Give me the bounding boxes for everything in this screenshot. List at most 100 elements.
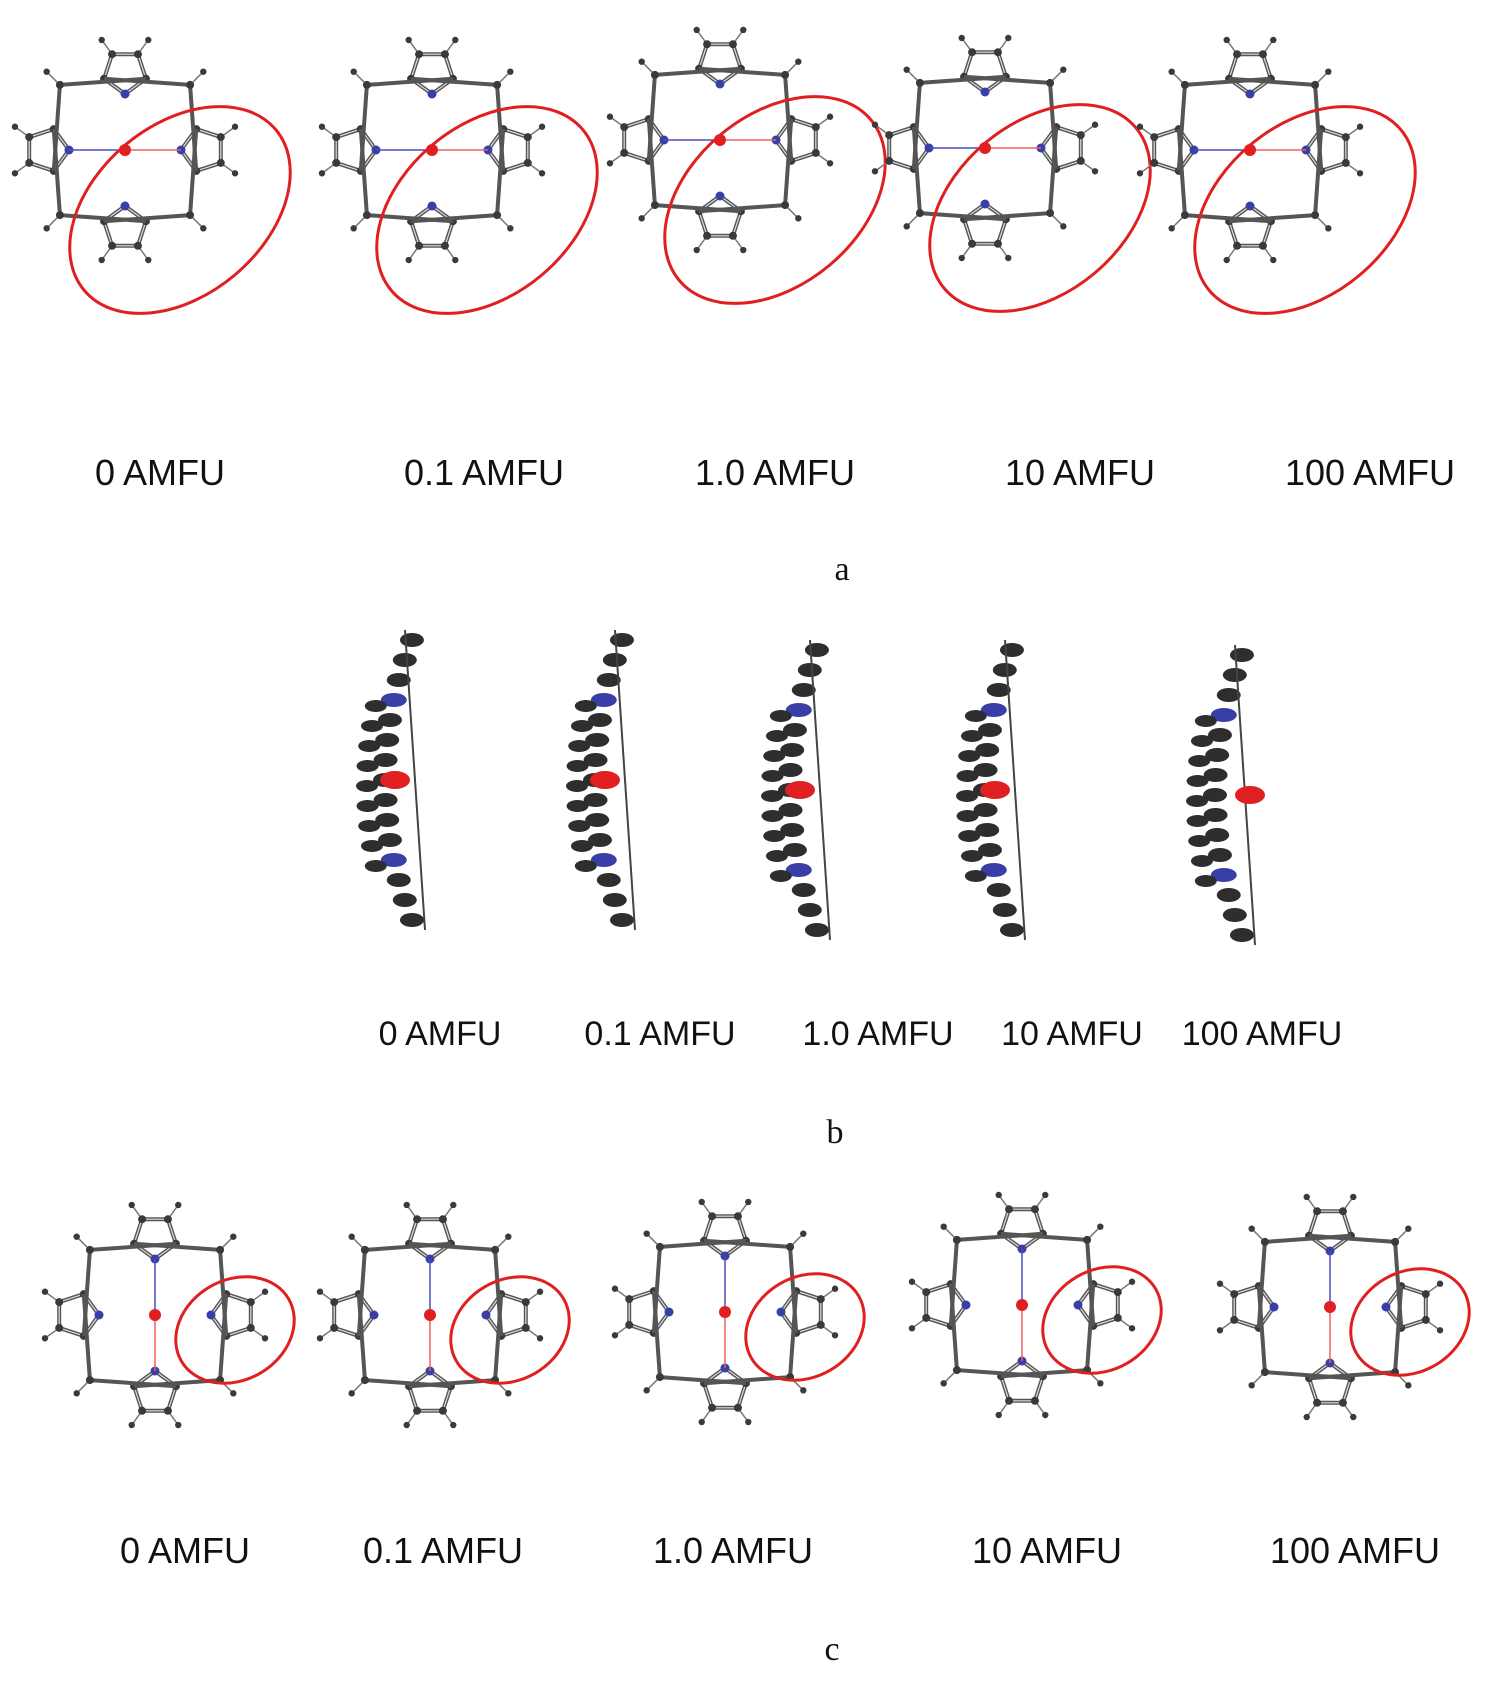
panel-c-label-1: 0.1 AMFU	[363, 1530, 523, 1571]
hydrogen-atom	[1136, 170, 1144, 177]
bond-highlight	[1093, 1317, 1118, 1327]
carbon-atom	[992, 903, 1017, 917]
hydrogen-atom	[261, 1335, 269, 1342]
bond	[1048, 126, 1059, 214]
bond	[956, 1231, 1044, 1242]
carbon-atom	[521, 1323, 530, 1332]
carbon-atom	[1311, 211, 1320, 220]
hydrogen-atom	[1060, 223, 1067, 230]
hydrogen-atom	[638, 58, 645, 65]
carbon-atom	[1203, 808, 1228, 822]
nitrogen-atom	[980, 703, 1007, 717]
hydrogen-atom	[348, 1233, 355, 1240]
hydrogen-atom	[826, 113, 834, 120]
highlight-ellipse	[174, 1275, 296, 1385]
hydrogen-atom	[1128, 1325, 1136, 1332]
panel-b-label-2: 1.0 AMFU	[802, 1015, 953, 1053]
hydrogen-atom	[995, 1191, 1002, 1199]
carbon-atom	[999, 923, 1024, 937]
carbon-atom	[216, 1245, 225, 1254]
hydrogen-atom	[1216, 1327, 1224, 1334]
carbon-atom	[778, 803, 803, 817]
bond-highlight	[103, 54, 113, 79]
carbon-atom	[964, 710, 987, 722]
carbon-atom	[703, 40, 712, 49]
bond-highlight	[1000, 1376, 1010, 1401]
carbon-atom	[708, 1403, 717, 1412]
carbon-atom	[1338, 1207, 1347, 1216]
hydrogen-atom	[1060, 66, 1067, 73]
bond	[651, 1246, 662, 1334]
carbon-atom	[1222, 668, 1247, 682]
bond-highlight	[926, 1283, 951, 1293]
carbon-atom	[1186, 795, 1208, 807]
carbon-atom	[1190, 855, 1213, 867]
hydrogen-atom	[536, 1335, 544, 1342]
hydrogen-atom	[903, 66, 910, 73]
bond-highlight	[408, 1219, 418, 1244]
hydrogen-atom	[1042, 1191, 1049, 1199]
carbon-atom	[585, 813, 610, 827]
carbon-atom	[1341, 133, 1350, 142]
carbon-atom	[1113, 1288, 1122, 1297]
hydrogen-atom	[611, 1285, 619, 1292]
bond	[89, 1241, 177, 1252]
panel-a-molecule-4	[1136, 36, 1417, 315]
hydrogen-atom	[795, 215, 802, 222]
center-atom	[1235, 786, 1265, 804]
panel-c-molecule-4	[1216, 1193, 1471, 1421]
nitrogen-atom	[120, 201, 130, 211]
bond	[1313, 128, 1324, 216]
carbon-atom	[1083, 1235, 1092, 1244]
carbon-atom	[1186, 815, 1209, 827]
carbon-atom	[780, 743, 805, 757]
carbon-atom	[566, 760, 589, 772]
panel-a-label-0: 0 AMFU	[95, 452, 225, 493]
bond-highlight	[997, 52, 1007, 77]
nitrogen-atom	[427, 89, 437, 99]
panel-a-label-2: 1.0 AMFU	[695, 452, 855, 493]
carbon-atom	[885, 131, 894, 140]
bond	[358, 128, 369, 216]
hydrogen-atom	[231, 170, 239, 177]
hydrogen-atom	[507, 225, 514, 232]
hydrogen-atom	[175, 1421, 182, 1429]
hydrogen-atom	[740, 246, 747, 254]
bond	[356, 1249, 367, 1337]
carbon-atom	[491, 1245, 500, 1254]
panel-c-molecules	[41, 1191, 1471, 1429]
bond-highlight	[59, 1293, 84, 1303]
panel-a-molecule-2	[606, 26, 887, 305]
center-atom	[590, 771, 620, 789]
hydrogen-atom	[908, 1325, 916, 1332]
carbon-atom	[186, 80, 195, 89]
hydrogen-atom	[1097, 1223, 1104, 1230]
nitrogen-atom	[427, 201, 437, 211]
carbon-atom	[968, 48, 977, 57]
bond	[81, 1249, 92, 1337]
hydrogen-atom	[536, 1288, 544, 1295]
bond-highlight	[1056, 160, 1081, 170]
panel-c-molecule-1	[316, 1201, 571, 1429]
carbon-atom	[1180, 211, 1189, 220]
bond-highlight	[1154, 128, 1179, 138]
backbone-bond	[614, 629, 636, 931]
panel-b-molecules	[356, 629, 1265, 946]
hydrogen-atom	[43, 68, 50, 75]
carbon-atom	[108, 241, 117, 250]
carbon-atom	[999, 643, 1024, 657]
panel-b-label-0: 0 AMFU	[379, 1015, 502, 1053]
center-atom	[980, 781, 1010, 799]
bond-highlight	[336, 162, 361, 172]
hydrogen-atom	[1436, 1280, 1444, 1287]
bond-highlight	[103, 221, 113, 246]
hydrogen-atom	[1005, 254, 1012, 262]
panel-a-label-3: 10 AMFU	[1005, 452, 1155, 493]
nitrogen-atom	[1210, 868, 1237, 882]
carbon-atom	[655, 1373, 664, 1382]
carbon-atom	[765, 730, 788, 742]
bond	[956, 1368, 1044, 1379]
carbon-atom	[186, 211, 195, 220]
carbon-atom	[138, 1406, 147, 1415]
hydrogen-atom	[745, 1198, 752, 1206]
